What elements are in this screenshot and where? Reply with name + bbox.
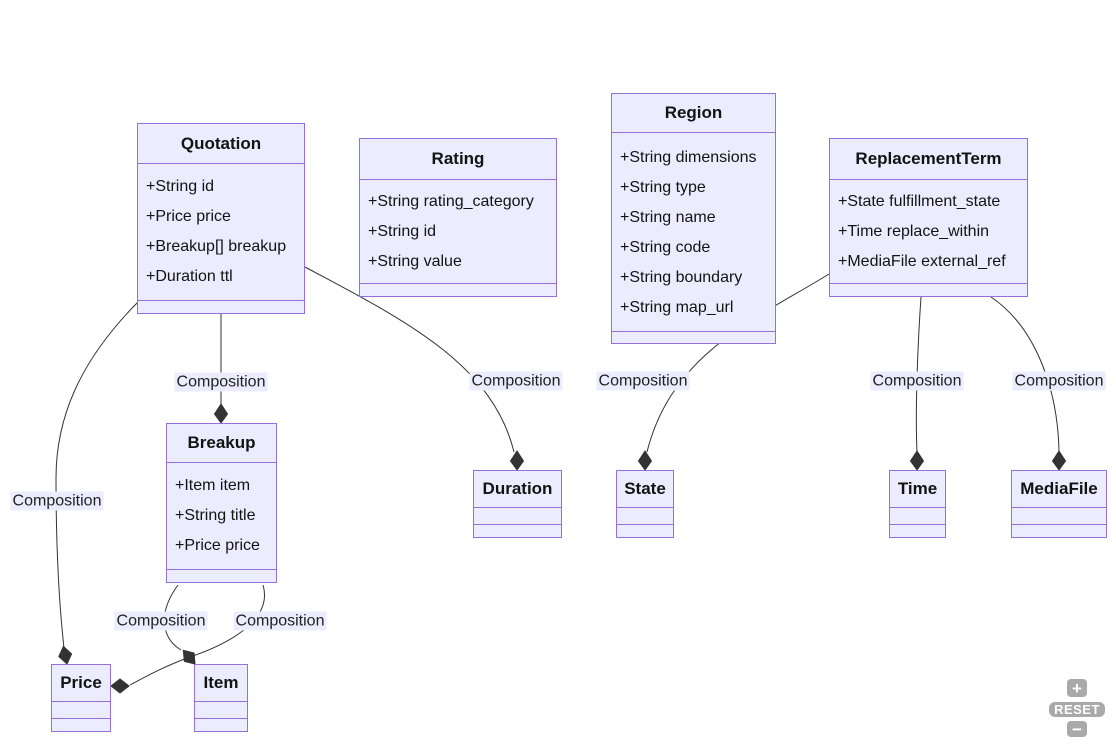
class-attribute: +MediaFile external_ref: [838, 253, 1006, 270]
class-methods-compartment: [195, 718, 247, 731]
class-attribute: +String map_url: [620, 299, 734, 316]
class-title: State: [624, 479, 666, 498]
class-region: Region +String dimensions +String type +…: [611, 93, 776, 344]
zoom-out-button[interactable]: −: [1067, 721, 1087, 738]
class-attribute: +Price price: [146, 208, 231, 225]
class-methods-compartment: [52, 718, 110, 731]
class-methods-compartment: [890, 524, 945, 537]
class-title: Quotation: [180, 133, 262, 153]
composition-diamond-icon: [637, 450, 653, 471]
relationship-label: Composition: [10, 491, 104, 511]
relationship-label: Composition: [596, 371, 690, 391]
class-attribute: +String id: [146, 178, 215, 195]
class-attribute: +String id: [368, 223, 437, 240]
composition-edge-breakup-price: [129, 584, 265, 686]
composition-edge-quotation-price: [55, 300, 140, 649]
class-attribute: +String title: [175, 507, 256, 524]
composition-diamond-icon: [1051, 450, 1067, 471]
reset-zoom-button[interactable]: RESET: [1049, 702, 1105, 717]
class-attribute: +String value: [368, 253, 462, 270]
class-methods-compartment: [138, 300, 304, 313]
class-title: ReplacementTerm: [855, 149, 1002, 168]
composition-diamond-icon: [182, 649, 196, 665]
relationship-label: Composition: [114, 611, 208, 631]
class-attribute: +Time replace_within: [838, 223, 990, 240]
class-breakup: Breakup +Item item +String title +Price …: [166, 423, 277, 583]
class-methods-compartment: [612, 331, 775, 343]
class-quotation: Quotation +String id +Price price +Break…: [137, 123, 305, 314]
class-methods-compartment: [830, 283, 1027, 296]
class-title: Time: [897, 479, 938, 498]
zoom-in-button[interactable]: +: [1067, 679, 1087, 697]
class-attribute: +String name: [620, 209, 716, 226]
class-attributes-compartment: [1012, 507, 1106, 524]
class-methods-compartment: [167, 569, 276, 582]
class-attributes-compartment: [195, 701, 247, 718]
composition-diamond-icon: [909, 450, 925, 471]
class-attribute: +String boundary: [620, 269, 743, 286]
class-attribute: +String rating_category: [368, 193, 534, 210]
composition-edge-replacementterm-mediafile: [990, 296, 1060, 453]
composition-diamond-icon: [58, 645, 73, 665]
class-attribute: +Item item: [175, 477, 251, 494]
class-attributes-compartment: [52, 701, 110, 718]
class-attribute: +State fulfillment_state: [838, 193, 1001, 210]
relationship-label: Composition: [1012, 371, 1106, 391]
class-title: Rating: [431, 149, 485, 168]
class-attributes-compartment: [474, 507, 561, 524]
class-attributes-compartment: [890, 507, 945, 524]
class-mediafile: MediaFile: [1011, 470, 1107, 538]
class-title: Region: [664, 103, 723, 122]
relationship-label: Composition: [233, 611, 327, 631]
class-rating: Rating +String rating_category +String i…: [359, 138, 557, 297]
class-title: Item: [203, 673, 239, 692]
composition-diamond-icon: [509, 450, 525, 471]
relationship-label: Composition: [870, 371, 964, 391]
class-replacementterm: ReplacementTerm +State fulfillment_state…: [829, 138, 1028, 297]
class-title: Duration: [482, 479, 553, 498]
class-attribute: +Duration ttl: [146, 268, 233, 285]
class-attribute: +Price price: [175, 537, 260, 554]
class-time: Time: [889, 470, 946, 538]
class-duration: Duration: [473, 470, 562, 538]
relationship-label: Composition: [174, 372, 268, 392]
class-state: State: [616, 470, 674, 538]
class-methods-compartment: [474, 524, 561, 537]
class-attribute: +String type: [620, 179, 706, 196]
class-price: Price: [51, 664, 111, 732]
class-item: Item: [194, 664, 248, 732]
composition-diamond-icon: [213, 403, 229, 424]
class-attribute: +String dimensions: [620, 149, 757, 166]
class-attribute: +String code: [620, 239, 711, 256]
class-methods-compartment: [1012, 524, 1106, 537]
class-attributes-compartment: [617, 507, 673, 524]
class-methods-compartment: [360, 283, 556, 296]
composition-diamond-icon: [110, 678, 130, 694]
class-title: Breakup: [187, 433, 256, 452]
relationship-label: Composition: [469, 371, 563, 391]
composition-edge-quotation-duration: [304, 266, 515, 453]
class-title: Price: [60, 673, 102, 692]
class-attribute: +Breakup[] breakup: [146, 238, 287, 255]
class-title: MediaFile: [1020, 479, 1098, 498]
class-methods-compartment: [617, 524, 673, 537]
